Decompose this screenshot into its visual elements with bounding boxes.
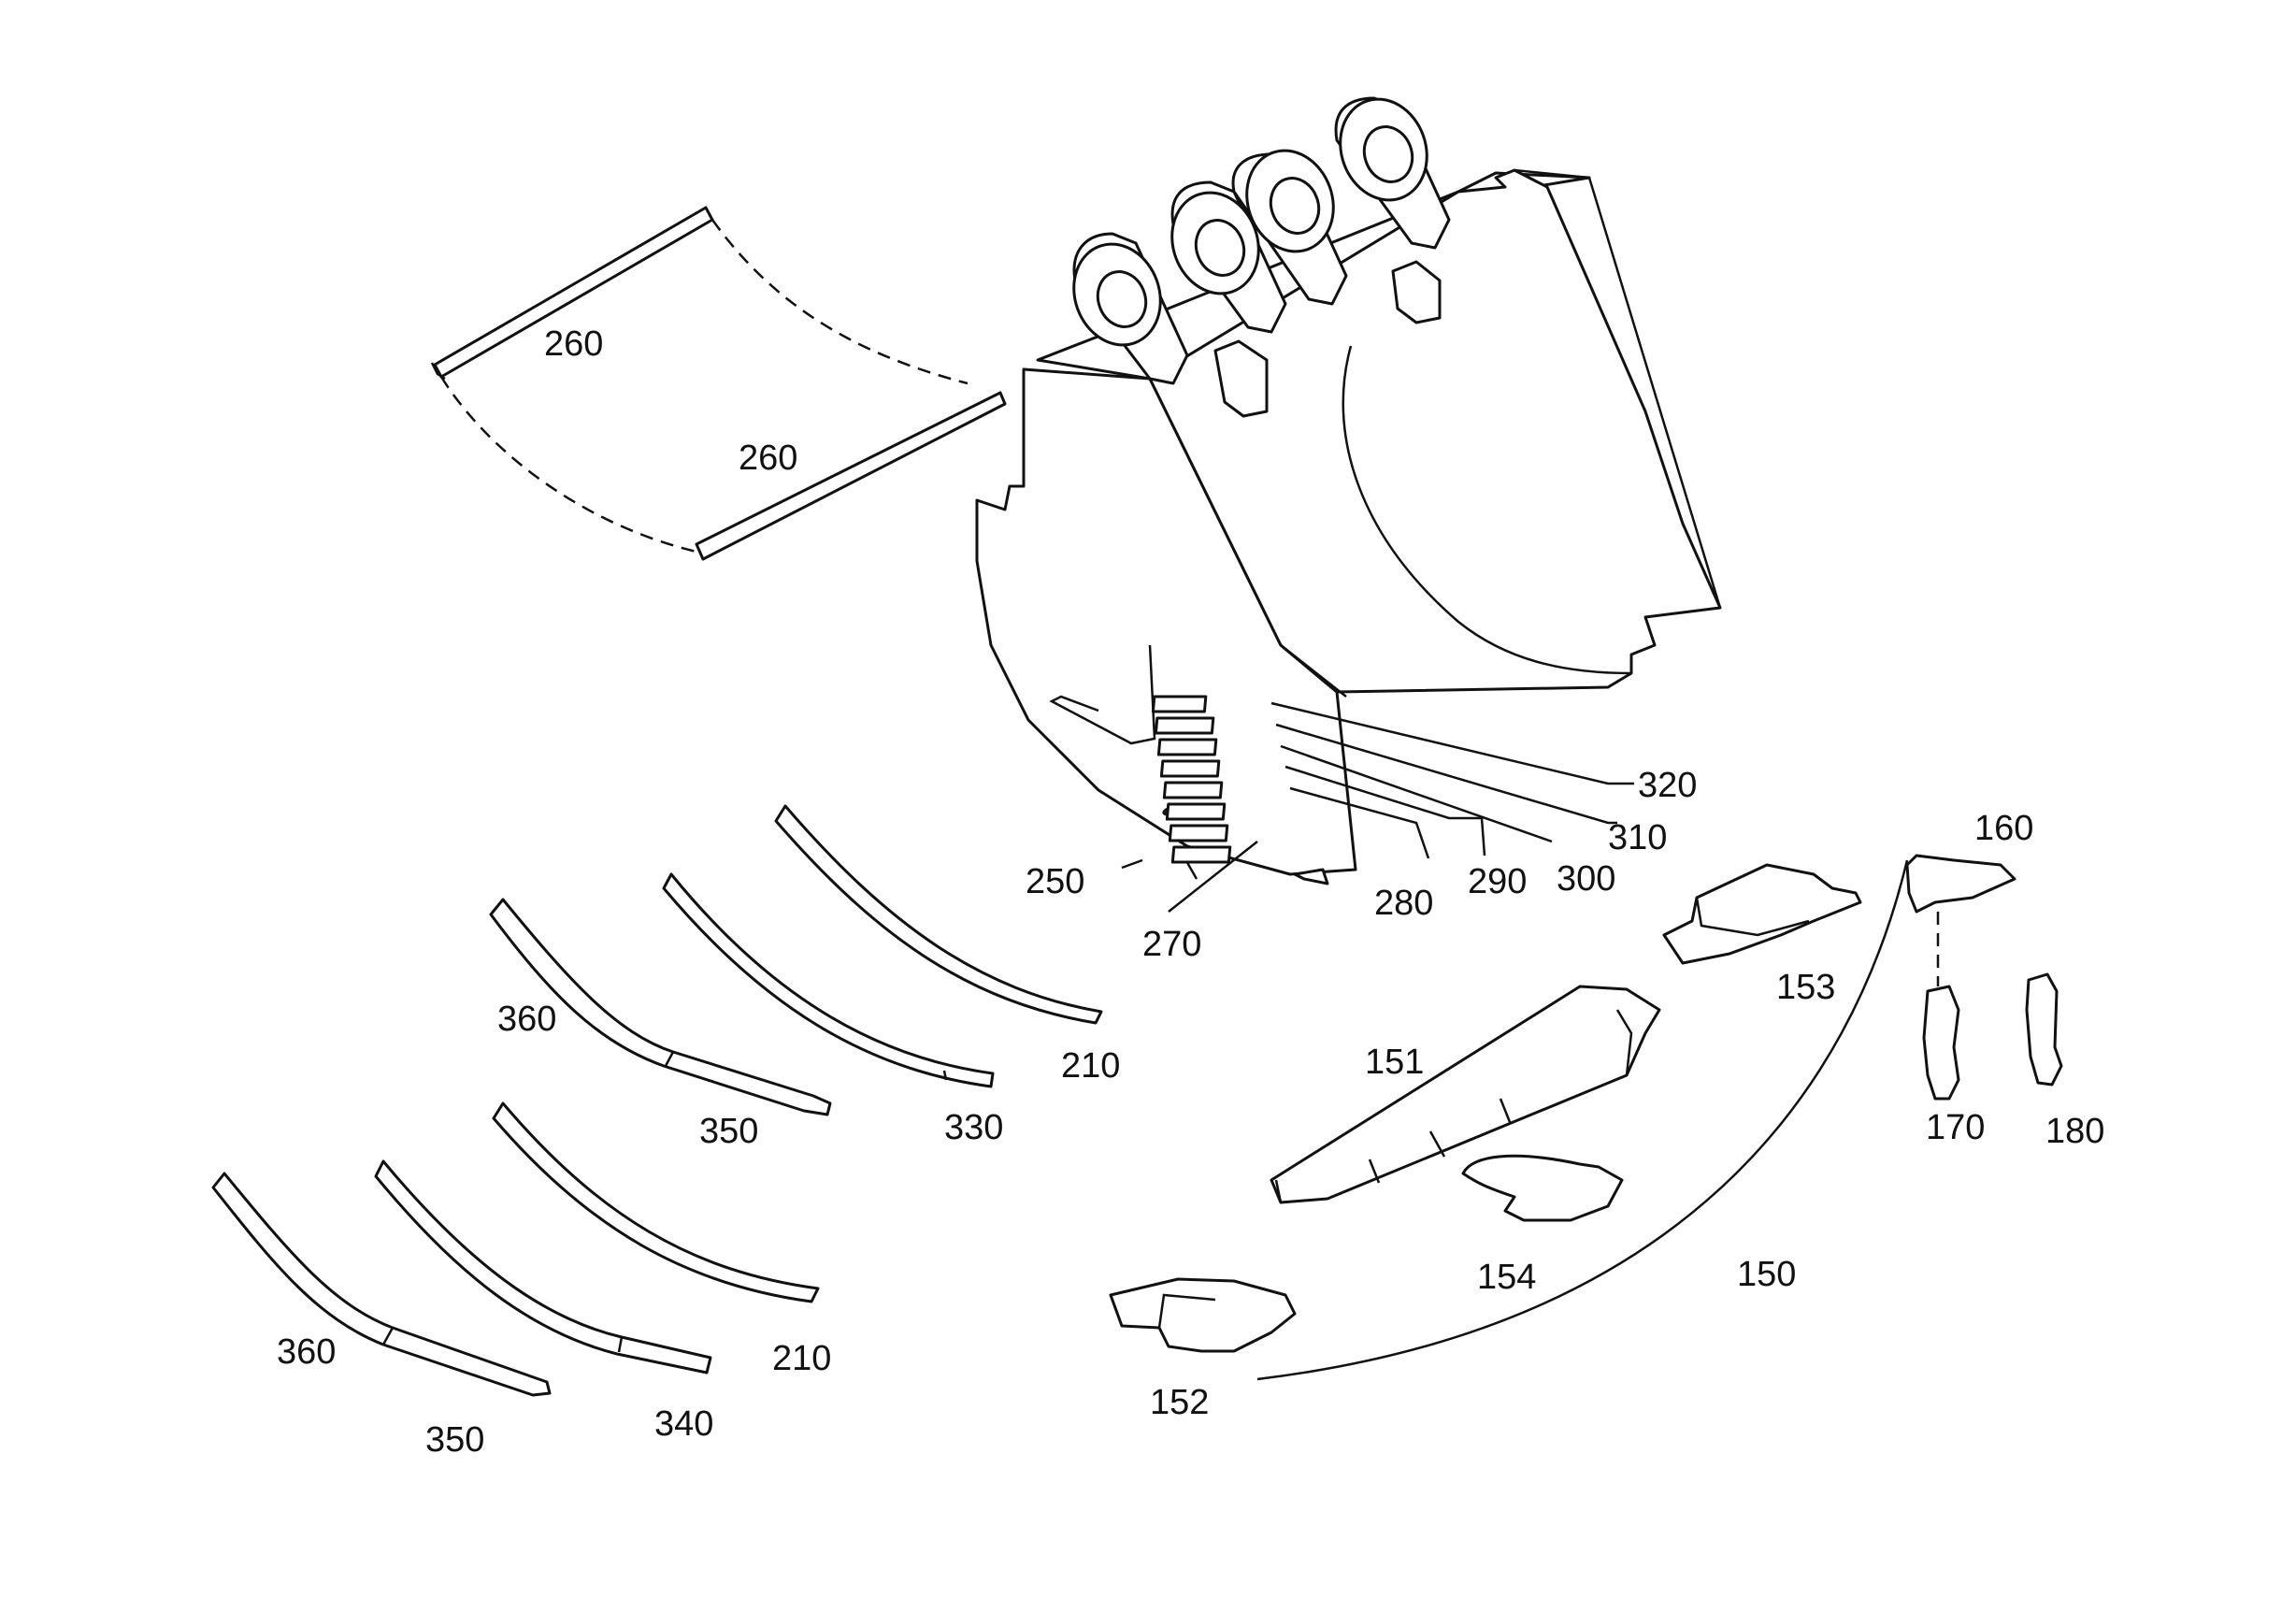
label-153: 153	[1776, 968, 1835, 1007]
label-160: 160	[1974, 809, 2033, 848]
label-350-bottom: 350	[425, 1420, 484, 1460]
label-360-top: 360	[497, 1000, 556, 1039]
label-280: 280	[1374, 884, 1433, 923]
lug-bosses	[1072, 96, 1451, 418]
part-labels: 260 260 320 310 300 290 280 270 250 160 …	[277, 324, 2104, 1460]
label-320: 320	[1638, 766, 1697, 805]
curved-strips	[211, 804, 1103, 1397]
label-180: 180	[2045, 1112, 2104, 1151]
tooth-parts	[1109, 854, 2063, 1381]
label-150: 150	[1737, 1255, 1796, 1294]
label-152: 152	[1150, 1383, 1209, 1422]
label-350-top: 350	[699, 1112, 758, 1151]
shim-stack	[1151, 695, 1232, 864]
label-154: 154	[1477, 1258, 1536, 1297]
label-210-bottom: 210	[772, 1339, 831, 1378]
label-170: 170	[1926, 1108, 1985, 1147]
label-300: 300	[1557, 859, 1615, 899]
label-310: 310	[1608, 818, 1667, 857]
label-260-bottom: 260	[739, 439, 797, 478]
label-151: 151	[1365, 1043, 1424, 1082]
label-260-top: 260	[544, 324, 603, 364]
label-210-top: 210	[1061, 1046, 1120, 1086]
wear-plates-260	[430, 206, 1007, 561]
label-250: 250	[1026, 862, 1084, 901]
label-270: 270	[1142, 925, 1201, 964]
label-290: 290	[1468, 862, 1527, 901]
label-360-bottom: 360	[277, 1332, 336, 1372]
label-340: 340	[654, 1404, 713, 1444]
label-330: 330	[944, 1108, 1003, 1147]
leader-lines	[1121, 701, 1634, 913]
